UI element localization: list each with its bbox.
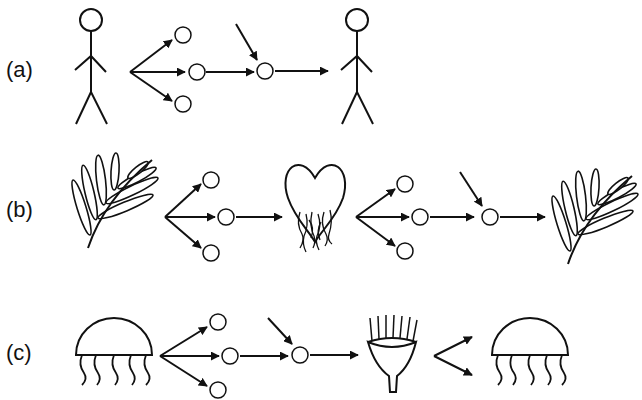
panel-letter: (a)	[6, 57, 33, 83]
panel-letter: (b)	[6, 197, 33, 223]
panel-letter: (c)	[6, 340, 32, 366]
